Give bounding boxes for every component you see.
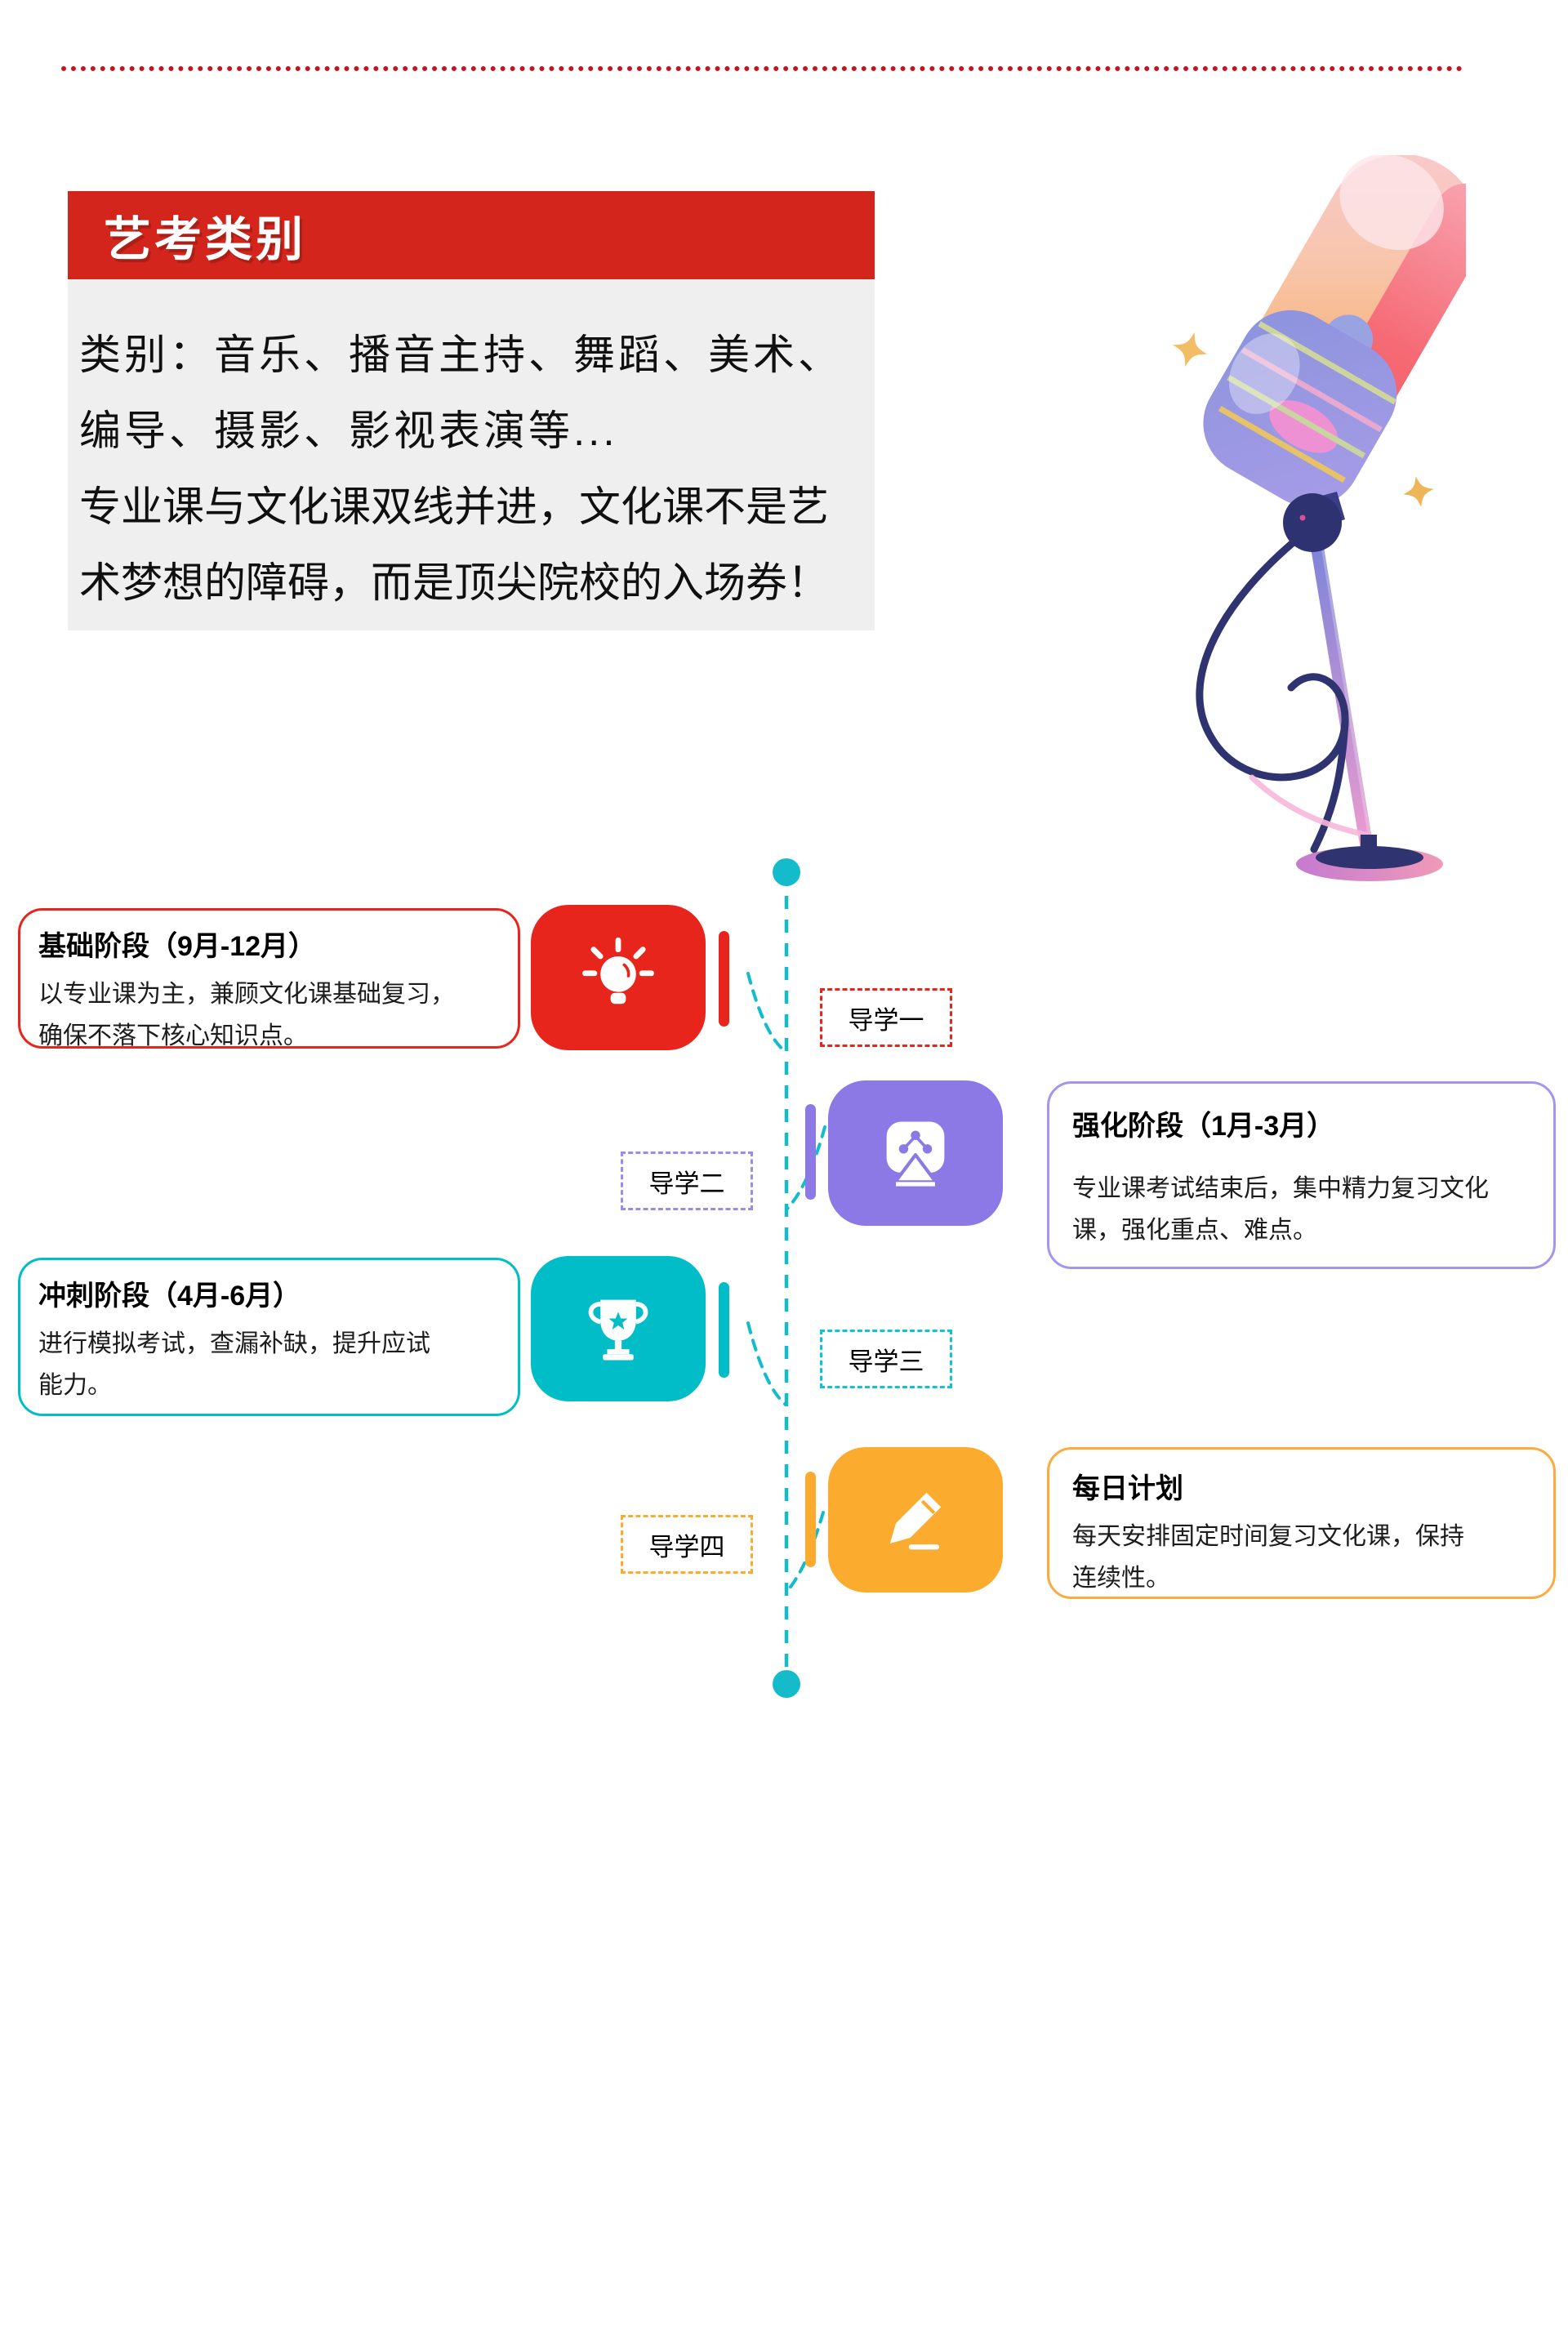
guide-label-text: 导学四 bbox=[648, 1532, 725, 1561]
stage-body-line: 课，强化重点、难点。 bbox=[1072, 1217, 1317, 1244]
accent-bar-3 bbox=[719, 1282, 729, 1378]
guide-label-4: 导学四 bbox=[621, 1515, 753, 1574]
intro-line: 术梦想的障碍，而是顶尖院校的入场券！ bbox=[79, 559, 830, 606]
guide-label-2: 导学二 bbox=[621, 1152, 753, 1210]
top-dotted-divider bbox=[61, 66, 1463, 71]
timeline-end-dot bbox=[773, 1670, 800, 1698]
star-icon bbox=[1403, 476, 1434, 507]
stage-title: 冲刺阶段（4月-6月） bbox=[38, 1281, 301, 1312]
stage-title: 基础阶段（9月-12月） bbox=[38, 931, 317, 962]
stage-body-line: 确保不落下核心知识点。 bbox=[38, 1022, 308, 1049]
stage-icon-card-4 bbox=[828, 1447, 1003, 1592]
intro-line: 专业课与文化课双线并进，文化课不是艺 bbox=[79, 483, 830, 530]
section-header: 艺考类别 bbox=[68, 191, 875, 279]
stage-card-daily-plan: 每日计划 每天安排固定时间复习文化课，保持 连续性。 bbox=[1047, 1447, 1556, 1599]
trophy-icon bbox=[588, 1299, 648, 1361]
screen-share-icon bbox=[886, 1121, 945, 1187]
stage-card-intensive: 强化阶段（1月-3月） 专业课考试结束后，集中精力复习文化 课，强化重点、难点。 bbox=[1047, 1081, 1556, 1269]
lightbulb-icon bbox=[582, 937, 654, 1004]
accent-bar-1 bbox=[719, 931, 729, 1027]
guide-label-text: 导学三 bbox=[848, 1347, 924, 1376]
microphone-illustration bbox=[1172, 155, 1466, 881]
guide-label-1: 导学一 bbox=[820, 988, 952, 1047]
pencil-icon bbox=[889, 1492, 942, 1550]
stage-card-foundation: 基础阶段（9月-12月） 以专业课为主，兼顾文化课基础复习， 确保不落下核心知识… bbox=[18, 908, 520, 1049]
star-icon bbox=[1172, 332, 1208, 368]
intro-panel: 类别：音乐、播音主持、舞蹈、美术、 编导、摄影、影视表演等... 专业课与文化课… bbox=[68, 279, 875, 630]
stage-body-line: 每天安排固定时间复习文化课，保持 bbox=[1072, 1523, 1464, 1550]
intro-line: 编导、摄影、影视表演等... bbox=[79, 408, 618, 454]
stage-body-line: 进行模拟考试，查漏补缺，提升应试 bbox=[38, 1330, 430, 1357]
stage-body-line: 连续性。 bbox=[1072, 1565, 1170, 1592]
stage-card-sprint: 冲刺阶段（4月-6月） 进行模拟考试，查漏补缺，提升应试 能力。 bbox=[18, 1258, 520, 1416]
timeline-start-dot bbox=[773, 858, 800, 886]
stage-icon-card-2 bbox=[828, 1080, 1003, 1226]
intro-line: 类别：音乐、播音主持、舞蹈、美术、 bbox=[79, 332, 844, 378]
stage-icon-card-1 bbox=[531, 905, 706, 1050]
stage-title: 每日计划 bbox=[1072, 1473, 1183, 1504]
guide-label-text: 导学一 bbox=[848, 1005, 924, 1035]
section-title: 艺考类别 bbox=[104, 213, 307, 266]
guide-label-text: 导学二 bbox=[648, 1169, 725, 1198]
stage-icon-card-3 bbox=[531, 1256, 706, 1401]
guide-label-3: 导学三 bbox=[820, 1330, 952, 1388]
accent-bar-4 bbox=[805, 1472, 816, 1567]
stage-title: 强化阶段（1月-3月） bbox=[1072, 1111, 1335, 1142]
stage-body-line: 以专业课为主，兼顾文化课基础复习， bbox=[38, 981, 455, 1008]
stage-body-line: 专业课考试结束后，集中精力复习文化 bbox=[1072, 1175, 1489, 1202]
stage-body-line: 能力。 bbox=[38, 1372, 112, 1399]
accent-bar-2 bbox=[805, 1104, 816, 1200]
